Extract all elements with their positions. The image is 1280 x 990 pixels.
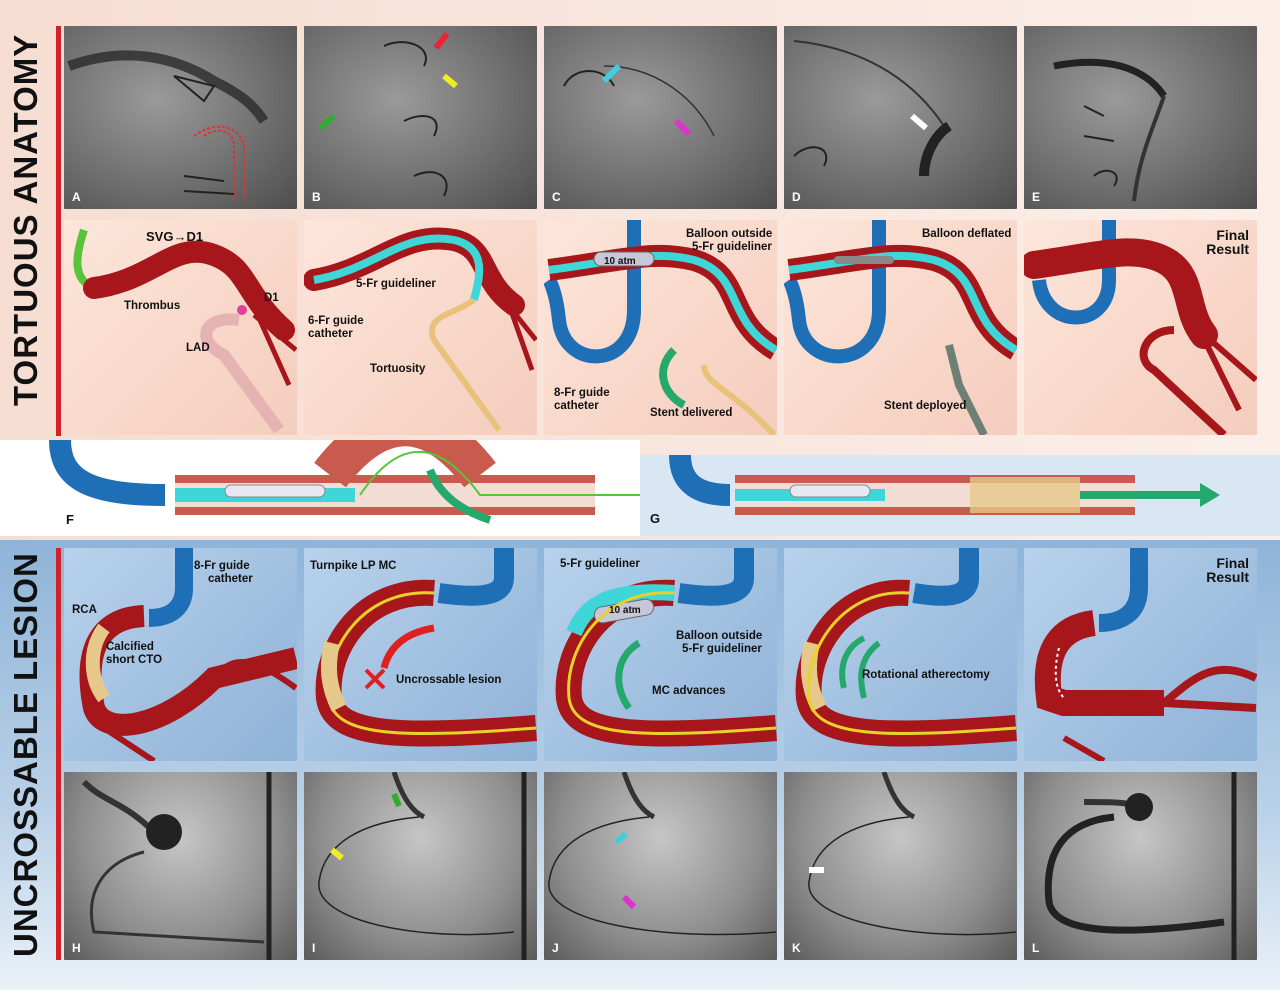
panel-label-l: L [1032,941,1040,955]
angiogram-c-drawing [563,63,715,137]
angiogram-panel-a: A [64,26,297,209]
uncrossable-lesion-title: UNCROSSABLE LESION [7,552,44,958]
label-8fr-guide-bottom-2: catheter [208,573,253,585]
illustration-panel-bottom-2: Turnpike LP MC Uncrossable lesion [304,548,537,761]
angiogram-panel-b: B [304,26,537,209]
angiogram-i-drawing [318,772,527,960]
illustration-panel-top-5: Final Result [1024,220,1257,435]
angiogram-panel-l: L [1024,772,1257,960]
final-result-top-line2: Result [1206,241,1249,257]
stent-delivery-drawing [544,220,777,435]
label-lad: LAD [186,342,210,354]
label-5fr-guideliner: 5-Fr guideliner [356,278,436,290]
panel-label-a: A [72,190,81,204]
label-balloon-outside-2: 5-Fr guideliner [692,241,772,253]
label-6fr-guide-2: catheter [308,328,353,340]
panel-label-k: K [792,941,801,955]
label-10-atm-bottom: 10 atm [609,605,641,616]
label-short-cto: short CTO [106,654,163,666]
stent-deployed-drawing [784,220,1017,435]
mc-advances-drawing [555,548,777,747]
label-rca: RCA [72,604,97,616]
angiogram-panel-h: H [64,772,297,960]
rotational-atherectomy-drawing [795,548,1017,747]
svg-d1-thrombus-drawing [73,228,297,434]
label-balloon-outside-bottom-2: 5-Fr guideliner [682,643,762,655]
angiogram-e-drawing [1053,58,1167,202]
label-8fr-guide-bottom-1: 8-Fr guide [194,560,250,572]
label-balloon-outside-bottom-1: Balloon outside [676,630,763,642]
panel-label-j: J [552,941,559,955]
panel-label-i: I [312,941,316,955]
angiogram-panel-i: I [304,772,537,960]
guideliner-tortuosity-drawing [304,227,537,432]
angiogram-b-drawing [318,32,458,197]
rca-cto-drawing [79,548,297,761]
label-5fr-guideliner-bottom: 5-Fr guideliner [560,558,640,570]
illustration-panel-top-3: Balloon outside 5-Fr guideliner 10 atm 8… [544,220,777,435]
illustration-panel-bottom-1: 8-Fr guide catheter RCA Calcified short … [64,548,297,761]
schematic-g-drawing [669,455,1220,515]
label-6fr-guide-1: 6-Fr guide [308,315,364,327]
angiogram-l-drawing [1044,772,1237,960]
final-result-top-line1: Final [1216,227,1249,243]
label-stent-delivered: Stent delivered [650,407,733,419]
label-rotational-atherectomy: Rotational atherectomy [862,669,990,681]
illustration-panel-bottom-4: Rotational atherectomy [784,548,1017,761]
final-result-bottom-line1: Final [1216,555,1249,571]
label-stent-deployed: Stent deployed [884,400,967,412]
schematic-strip-g: G [640,455,1280,536]
label-d1: D1 [264,292,279,304]
final-result-bottom-drawing [1034,548,1257,761]
tortuous-anatomy-title: TORTUOUS ANATOMY [7,33,44,407]
illustration-panel-bottom-3: 5-Fr guideliner 10 atm Balloon outside 5… [544,548,777,761]
panel-label-b: B [312,190,321,204]
illustration-panel-top-1: SVG→D1 Thrombus D1 LAD [64,220,297,435]
schematic-strip-f: F [0,440,640,536]
uncrossable-lesion-drawing [315,548,537,747]
label-mc-advances: MC advances [652,685,726,697]
panel-label-d: D [792,190,801,204]
angiogram-panel-j: J [544,772,777,960]
final-result-bottom: Final Result [1206,556,1249,584]
final-result-top: Final Result [1206,228,1249,256]
angiogram-panel-e: E [1024,26,1257,209]
final-result-bottom-line2: Result [1206,569,1249,585]
label-10-atm-top: 10 atm [604,256,636,267]
schematic-f-drawing [49,440,640,524]
angiogram-panel-d: D [784,26,1017,209]
panel-label-f: F [66,512,74,527]
angiogram-panel-k: K [784,772,1017,960]
label-balloon-outside-1: Balloon outside [686,228,773,240]
panel-label-h: H [72,941,81,955]
panel-label-e: E [1032,190,1041,204]
label-tortuosity: Tortuosity [370,363,426,375]
panel-label-g: G [650,511,661,526]
angiogram-j-drawing [548,772,777,936]
illustration-panel-bottom-5: Final Result [1024,548,1257,761]
section-accent-bar-bottom [56,548,61,960]
angiogram-d-drawing [793,40,953,177]
panel-label-c: C [552,190,561,204]
label-8fr-guide-2: catheter [554,400,599,412]
label-thrombus: Thrombus [124,300,181,312]
label-8fr-guide-1: 8-Fr guide [554,387,610,399]
final-result-top-drawing [1024,220,1257,435]
illustration-panel-top-4: Balloon deflated Stent deployed [784,220,1017,435]
section-accent-bar-top [56,26,61,436]
label-uncrossable: Uncrossable lesion [396,674,502,686]
label-balloon-deflated: Balloon deflated [922,228,1012,240]
illustration-panel-top-2: 5-Fr guideliner 6-Fr guide catheter Tort… [304,220,537,435]
label-turnpike: Turnpike LP MC [310,560,397,572]
angiogram-panel-c: C [544,26,777,209]
label-svg-d1: SVG→D1 [146,229,204,244]
angiogram-a-drawing [67,50,269,201]
angiogram-k-drawing [808,772,1017,936]
angiogram-h-drawing [81,772,272,960]
label-calcified: Calcified [106,641,154,653]
